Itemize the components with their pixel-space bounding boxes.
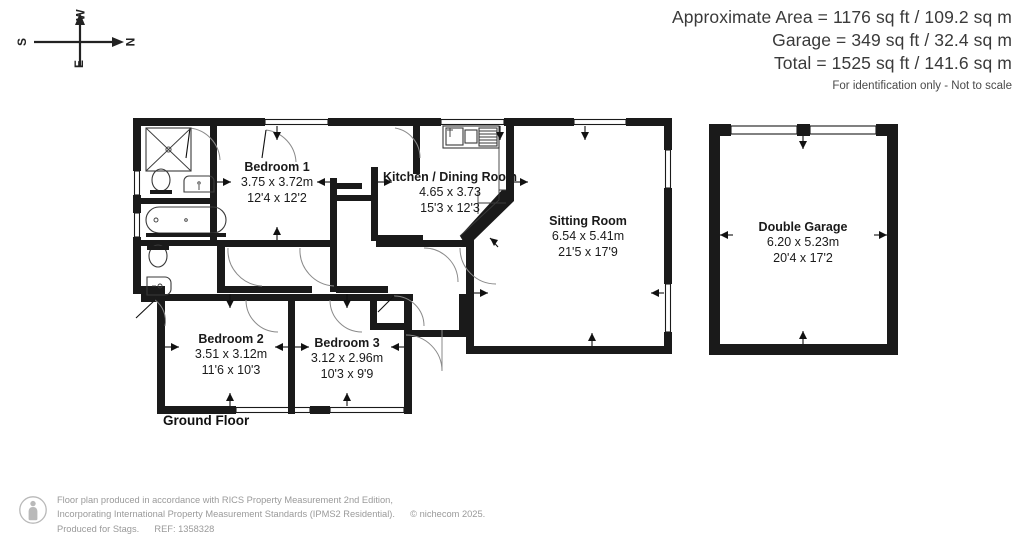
footer-copyright: © nichecom 2025.: [410, 509, 486, 520]
arrow: [317, 178, 330, 186]
garage-centre-pillar: [797, 124, 810, 136]
garage-door-right: [809, 125, 877, 135]
room-name: Bedroom 2: [198, 332, 264, 346]
toilet-icon: [151, 168, 171, 192]
room-name: Sitting Room: [549, 214, 627, 228]
arrow: [489, 237, 499, 248]
room-dimension-metric: 3.75 x 3.72m: [240, 175, 314, 190]
arrow: [343, 294, 351, 308]
arrow: [273, 126, 281, 140]
footer-text: Floor plan produced in accordance with R…: [57, 493, 485, 536]
shower-tray-icon: [145, 127, 192, 172]
dimension-arrows: [165, 126, 664, 406]
door-swings: [135, 127, 497, 372]
area-summary: Approximate Area = 1176 sq ft / 109.2 sq…: [672, 6, 1012, 94]
arrow: [720, 231, 733, 239]
room-dimension-metric: 6.54 x 5.41m: [551, 229, 625, 244]
area-line-approximate: Approximate Area = 1176 sq ft / 109.2 sq…: [672, 7, 1012, 27]
garage-outline: [709, 124, 898, 355]
arrow: [295, 343, 309, 351]
garage-door-left: [730, 125, 798, 135]
room-dimension-imperial: 11'6 x 10'3: [201, 362, 261, 377]
room-dimension-imperial: 15'3 x 12'3: [420, 200, 480, 215]
room-dimension-imperial: 21'5 x 17'9: [558, 244, 618, 259]
room-name: Kitchen / Dining Room: [382, 170, 518, 184]
footer-line-1: Floor plan produced in accordance with R…: [57, 494, 393, 505]
arrow: [651, 289, 664, 297]
arrow: [799, 136, 807, 149]
basin-icon-2: [146, 276, 172, 296]
room-dimension-metric: 4.65 x 3.73: [419, 185, 481, 200]
arrow: [165, 343, 179, 351]
basin-icon: [183, 175, 215, 193]
arrow: [874, 231, 887, 239]
arrow: [343, 393, 351, 406]
footer-line-2: Incorporating International Property Mea…: [57, 507, 485, 521]
sink-icon: [445, 127, 464, 146]
area-line-total: Total = 1525 sq ft / 141.6 sq m: [773, 52, 1012, 73]
interior-walls: [141, 126, 472, 414]
room-label-sitting-room: Sitting Room 6.54 x 5.41m 21'5 x 17'9: [549, 214, 627, 260]
room-label-bedroom-2: Bedroom 2 3.51 x 3.12m 11'6 x 10'3: [195, 332, 267, 378]
bathroom-fixtures: [145, 127, 227, 296]
arrow: [588, 333, 596, 346]
footer-reference: REF: 1358328: [154, 523, 215, 534]
room-label-bedroom-1: Bedroom 1 3.75 x 3.72m 12'4 x 12'2: [241, 160, 313, 206]
footer-produced-for: Produced for Stags.: [57, 523, 140, 534]
room-name: Double Garage: [758, 220, 848, 234]
arrow: [496, 126, 504, 140]
arrow: [226, 294, 234, 308]
room-name: Bedroom 3: [314, 336, 380, 350]
arrow: [391, 343, 404, 351]
arrow: [799, 331, 807, 344]
arrow: [226, 393, 234, 406]
room-label-double-garage: Double Garage 6.20 x 5.23m 20'4 x 17'2: [759, 220, 848, 266]
room-dimension-imperial: 10'3 x 9'9: [320, 366, 374, 381]
compass-rose: W E S N: [12, 4, 142, 74]
footer: Floor plan produced in accordance with R…: [18, 493, 485, 536]
room-dimension-imperial: 20'4 x 17'2: [773, 250, 833, 265]
room-label-kitchen-dining: Kitchen / Dining Room 4.65 x 3.73 15'3 x…: [383, 170, 517, 216]
arrow: [581, 126, 589, 140]
area-line-garage: Garage = 349 sq ft / 32.4 sq m: [772, 29, 1012, 50]
arrow: [474, 289, 488, 297]
main-house-outline: [133, 118, 672, 414]
room-name: Bedroom 1: [244, 160, 310, 174]
arrow: [514, 178, 528, 186]
arrow: [273, 227, 281, 240]
room-label-bedroom-3: Bedroom 3 3.12 x 2.96m 10'3 x 9'9: [311, 336, 383, 382]
ipms-person-icon: [18, 495, 48, 530]
room-dimension-metric: 6.20 x 5.23m: [766, 235, 840, 250]
footer-line-3: Produced for Stags. REF: 1358328: [57, 522, 485, 536]
room-dimension-imperial: 12'4 x 12'2: [247, 190, 307, 205]
floor-title: Ground Floor: [163, 413, 250, 428]
room-dimension-metric: 3.12 x 2.96m: [310, 351, 384, 366]
toilet-icon-2: [148, 244, 168, 268]
arrow: [217, 178, 231, 186]
footer-line-2a: Incorporating International Property Mea…: [57, 509, 395, 520]
area-disclaimer: For identification only - Not to scale: [832, 80, 1012, 93]
arrow: [275, 343, 288, 351]
kitchen-fixtures: [442, 125, 506, 237]
arrow: [378, 178, 392, 186]
room-dimension-metric: 3.51 x 3.12m: [194, 347, 268, 362]
compass-graphic: [34, 13, 124, 66]
